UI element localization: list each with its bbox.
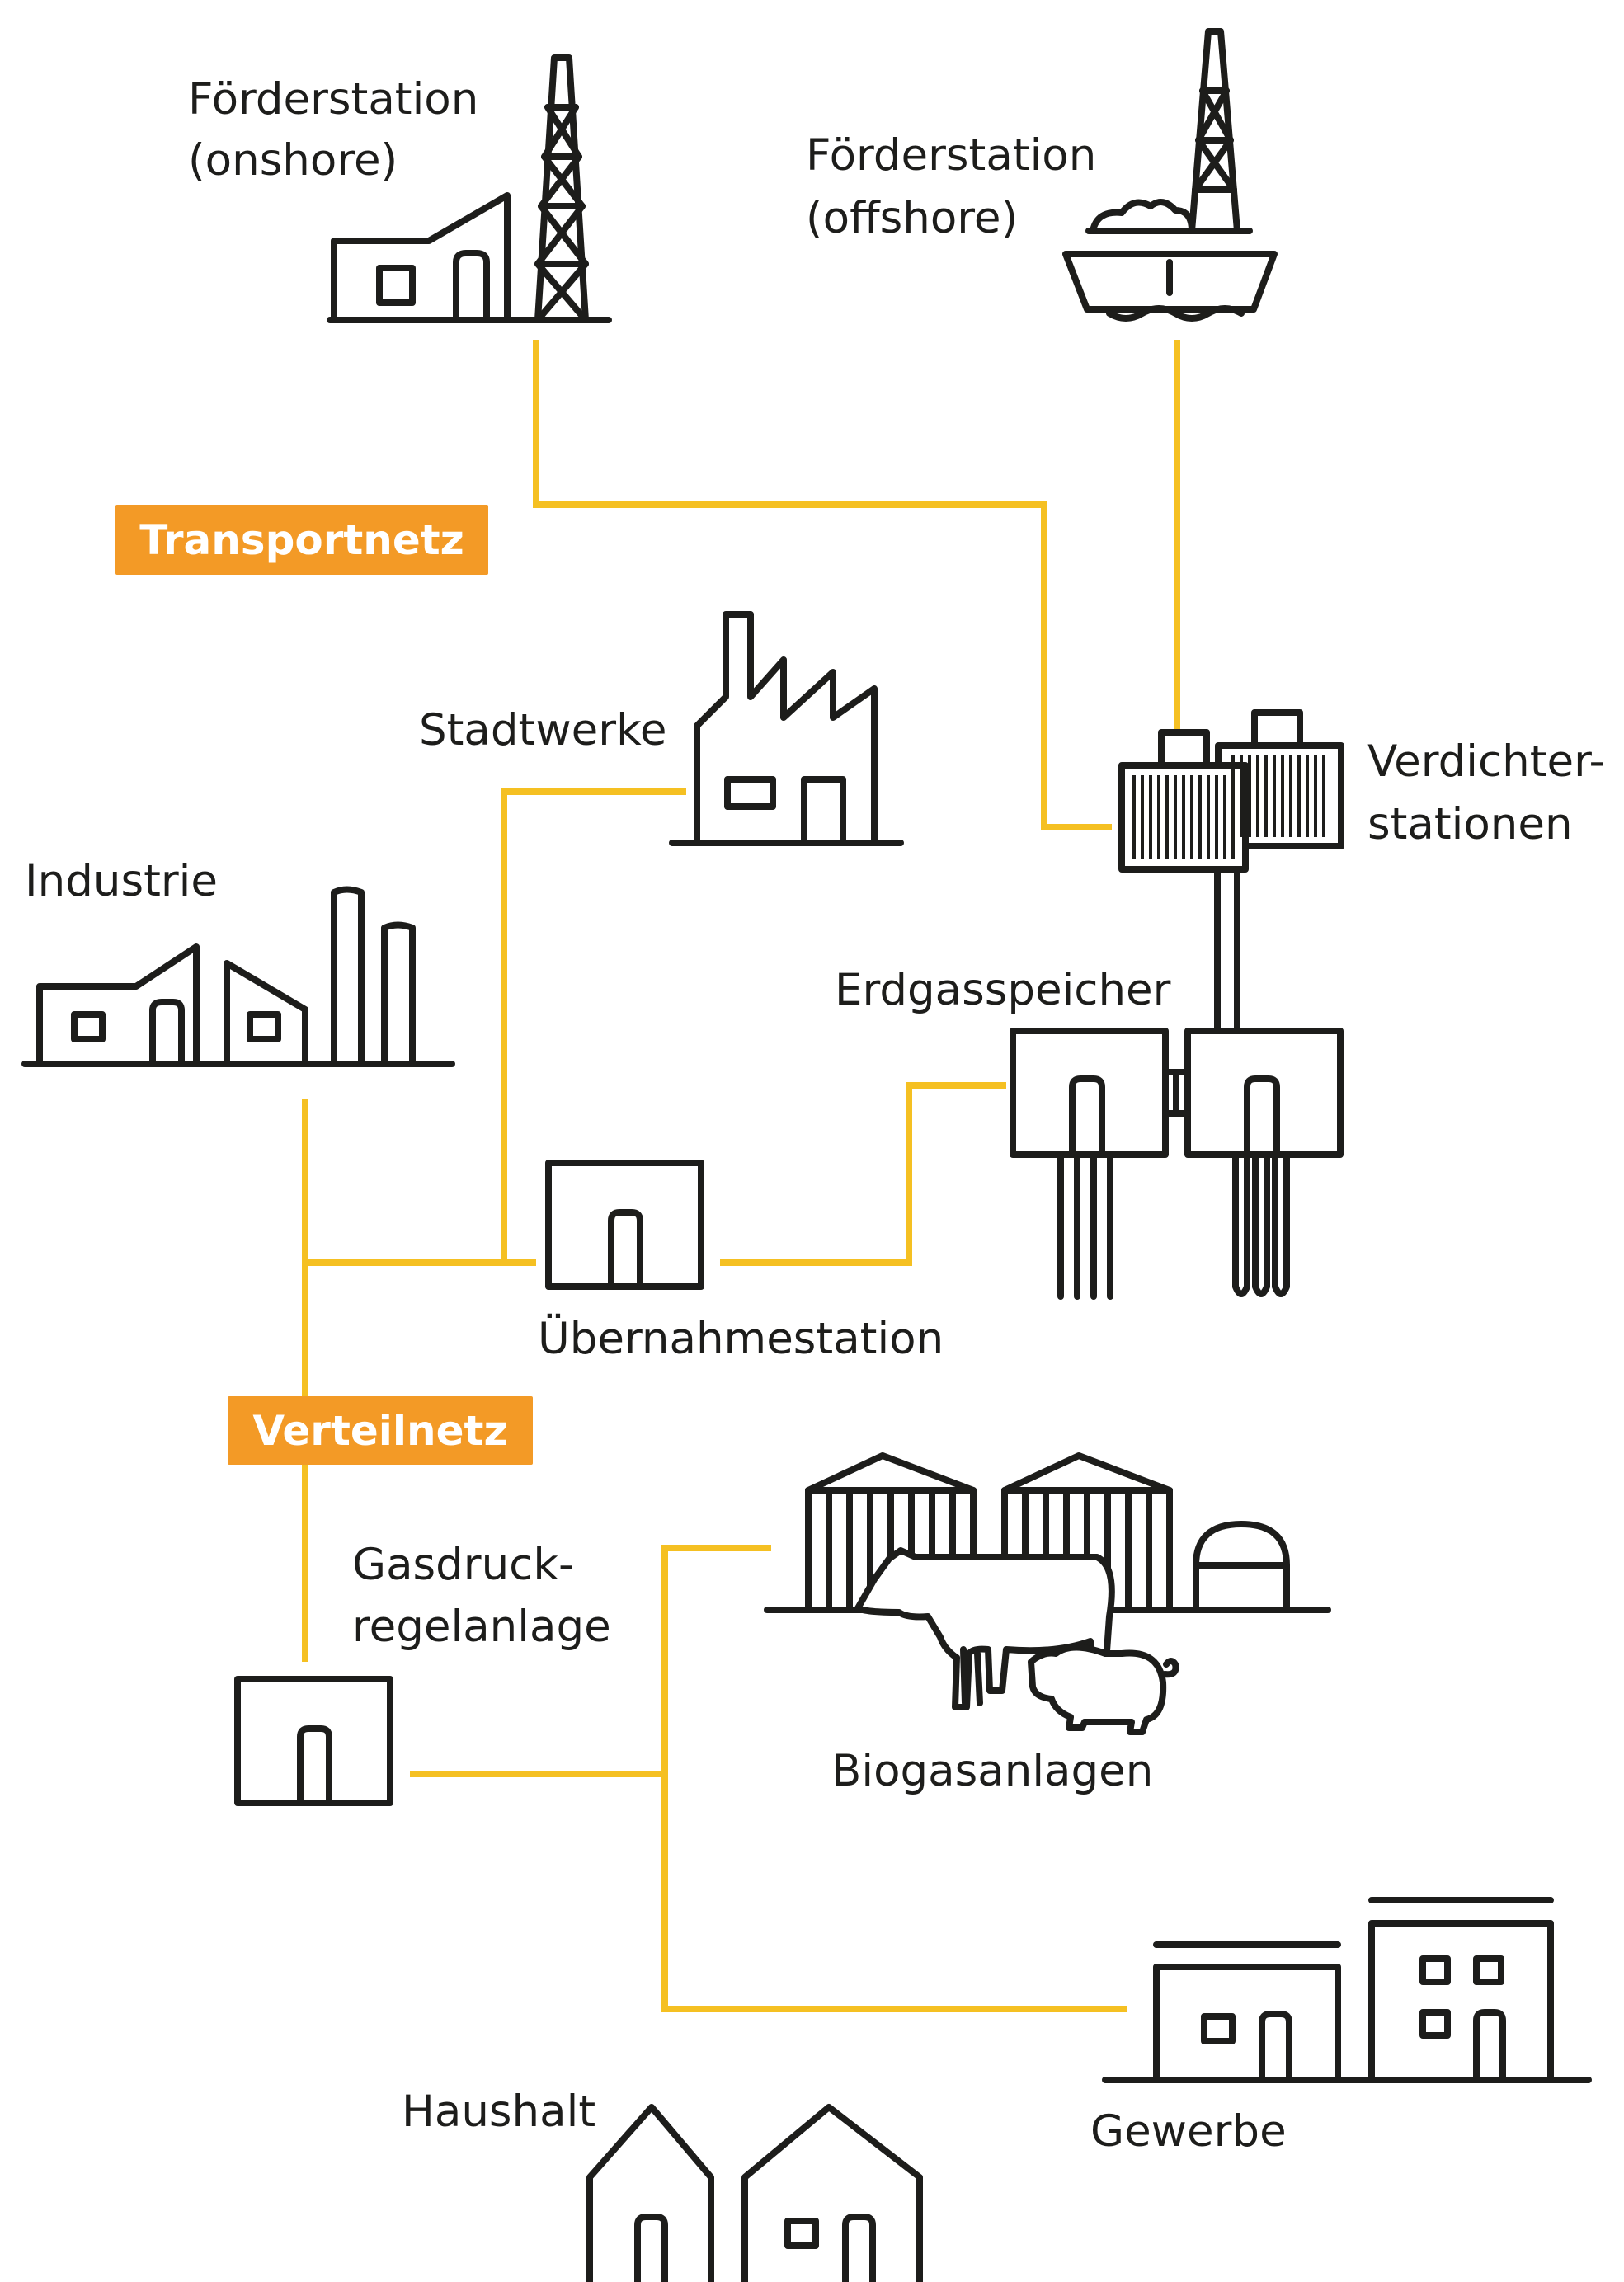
gas-storage-icon [1010,1028,1344,1300]
commercial-building-icon [1102,1897,1592,2083]
gasdruck-label-line2: regelanlage [352,1602,611,1652]
pipelines [302,340,1180,2012]
commercial: Gewerbe [1090,1897,1592,2157]
biogas-label: Biogasanlagen [831,1746,1153,1796]
pipe-station-to-storage [720,1082,1006,1266]
house-icon [586,2104,923,2282]
distribution-badge-bg [228,1396,533,1465]
speicher-label: Erdgasspeicher [835,965,1171,1015]
pipe-stadtwerke-to-station [501,788,686,1263]
gas-storage: Erdgasspeicher [835,965,1344,1300]
biogas-plants: Biogasanlagen [764,1452,1331,1796]
pig-icon [1028,1644,1179,1735]
cow-icon [854,1547,1115,1710]
pipe-onshore-to-compressor [533,340,1112,830]
pressure-regulator: Gasdruck- regelanlage [234,1540,611,1806]
transport-badge-label: Transportnetz [139,516,464,564]
stadtwerke: Stadtwerke [419,611,904,846]
verdichter-label-line1: Verdichter- [1367,736,1605,787]
distribution-network-badge: Verteilnetz [228,1396,533,1465]
offshore-station: Förderstation (offshore) [806,28,1278,322]
transport-network-badge: Transportnetz [115,505,488,575]
industrie: Industrie [21,856,455,1067]
distribution-badge-label: Verteilnetz [252,1407,507,1455]
haushalt-label: Haushalt [402,2087,595,2137]
gewerbe-label: Gewerbe [1090,2106,1287,2157]
oil-derrick-icon [327,54,612,323]
industrie-label: Industrie [25,856,218,906]
verdichter-label-line2: stationen [1367,799,1573,849]
compressor-stations: Verdichter- stationen [1118,709,1605,1034]
offshore-label-line2: (offshore) [806,193,1018,243]
compressor-grille [1132,755,1325,859]
industry-icon [21,886,455,1067]
factory-icon [669,611,904,846]
onshore-label-line2: (onshore) [188,135,398,186]
transfer-station: Übernahmestation [538,1160,944,1364]
offshore-platform-icon [1062,28,1278,322]
transport-badge-bg [115,505,488,575]
pipe-to-biogas [661,1545,1127,2012]
onshore-label-line1: Förderstation [188,74,478,125]
stadtwerke-label: Stadtwerke [419,705,666,755]
gasdruck-label-line1: Gasdruck- [352,1540,574,1590]
household: Haushalt [402,2087,923,2282]
offshore-label-line1: Förderstation [806,130,1096,181]
onshore-station: Förderstation (onshore) [188,54,612,323]
uebernahme-label: Übernahmestation [538,1313,944,1364]
compressor-icon [1118,709,1344,1034]
station-icon [545,1160,704,1290]
pressure-regulator-icon [234,1676,393,1806]
